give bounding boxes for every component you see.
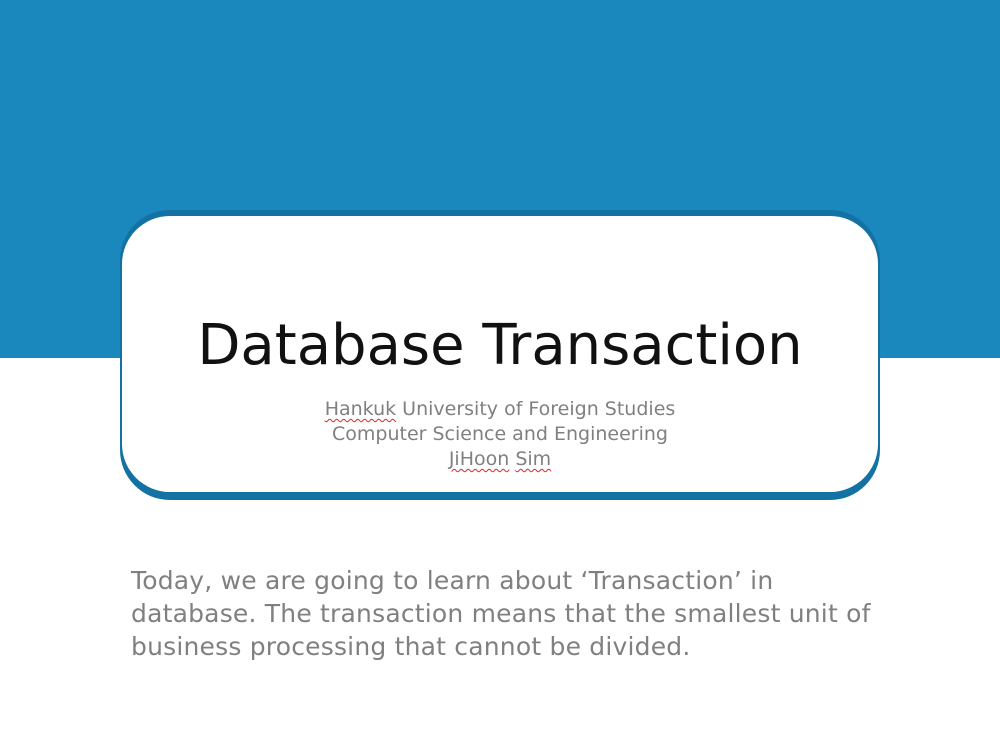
- subtitle-university-rest: University of Foreign Studies: [396, 398, 676, 420]
- subtitle-university: Hankuk University of Foreign Studies: [0, 397, 1000, 422]
- spellcheck-word: Hankuk: [324, 398, 397, 420]
- subtitle-author: JiHoon Sim: [0, 447, 1000, 472]
- subtitle-department: Computer Science and Engineering: [332, 423, 668, 445]
- subtitle-block: Hankuk University of Foreign Studies Com…: [0, 397, 1000, 472]
- body-line-2: database. The transaction means that the…: [131, 599, 871, 628]
- spellcheck-word: Sim: [515, 448, 552, 470]
- body-line-1: Today, we are going to learn about ‘Tran…: [131, 566, 774, 595]
- title-card: [122, 216, 878, 492]
- spellcheck-word: JiHoon: [448, 448, 510, 470]
- body-line-3: business processing that cannot be divid…: [131, 632, 691, 661]
- body-paragraph: Today, we are going to learn about ‘Tran…: [131, 564, 891, 663]
- slide-title: Database Transaction: [197, 313, 803, 378]
